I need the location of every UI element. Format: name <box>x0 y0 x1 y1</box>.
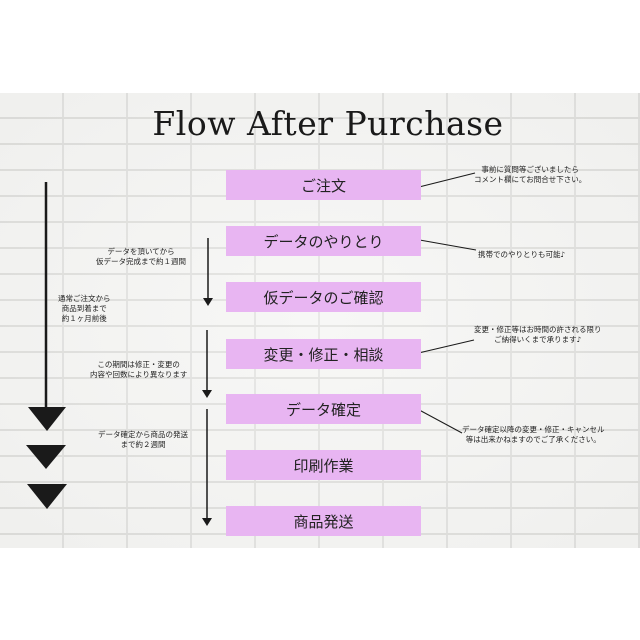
note-ship-time: データ確定から商品の発送 まで約２週間 <box>98 430 188 450</box>
note-line: まで約２週間 <box>120 440 166 449</box>
note-line: データ確定以降の変更・修正・キャンセル <box>462 425 605 434</box>
note-line: 等は出来かねますのでご了承ください。 <box>465 435 601 444</box>
down-triangle-2 <box>26 445 66 469</box>
note-line: データを頂いてから <box>107 247 175 256</box>
step-order: ご注文 <box>226 170 421 200</box>
order-note-connector <box>414 172 476 189</box>
down-triangle-3 <box>27 484 67 509</box>
step-shipping: 商品発送 <box>226 506 421 536</box>
note-draft-time: データを頂いてから 仮データ完成まで約１週間 <box>96 247 186 267</box>
note-total-time: 通常ご注文から 商品到着まで 約１ヶ月前後 <box>58 294 111 324</box>
step-data-confirm: データ確定 <box>226 394 421 424</box>
step-printing: 印刷作業 <box>226 450 421 480</box>
note-line: ご納得いくまで承ります♪ <box>494 335 582 344</box>
note-line: 内容や回数により異なります <box>90 370 188 379</box>
exchange-note-connector <box>413 238 477 251</box>
note-line: 約１ヶ月前後 <box>61 314 107 323</box>
note-order-questions: 事前に質問等ございましたら コメント欄にてお問合せ下さい。 <box>474 165 586 185</box>
note-confirm-policy: データ確定以降の変更・修正・キャンセル 等は出来かねますのでご了承ください。 <box>462 425 605 445</box>
note-line: コメント欄にてお問合せ下さい。 <box>474 175 587 184</box>
note-line: この期間は修正・変更の <box>97 360 180 369</box>
revise-phase-arrowhead <box>202 390 212 398</box>
diagram-title: Flow After Purchase <box>152 104 504 143</box>
note-line: 仮データ完成まで約１週間 <box>96 257 186 266</box>
ship-phase-arrowhead <box>202 518 212 526</box>
note-revise-period: この期間は修正・変更の 内容や回数により異なります <box>90 360 187 380</box>
note-line: 事前に質問等ございましたら <box>481 165 579 174</box>
brick-wall-background <box>0 93 640 548</box>
note-line: 通常ご注文から <box>58 294 111 303</box>
down-triangle-1 <box>28 407 66 431</box>
note-revise-policy: 変更・修正等はお時間の許される限り ご納得いくまで承ります♪ <box>474 325 602 345</box>
note-line: 変更・修正等はお時間の許される限り <box>474 325 602 334</box>
step-draft-review: 仮データのご確認 <box>226 282 421 312</box>
note-mobile-exchange: 携帯でのやりとりも可能♪ <box>478 250 565 260</box>
draft-phase-arrowhead <box>203 298 213 306</box>
note-line: データ確定から商品の発送 <box>98 430 188 439</box>
note-line: 携帯でのやりとりも可能♪ <box>478 250 566 259</box>
note-line: 商品到着まで <box>61 304 107 313</box>
step-data-exchange: データのやりとり <box>226 226 421 256</box>
step-revise-consult: 変更・修正・相談 <box>226 339 421 369</box>
